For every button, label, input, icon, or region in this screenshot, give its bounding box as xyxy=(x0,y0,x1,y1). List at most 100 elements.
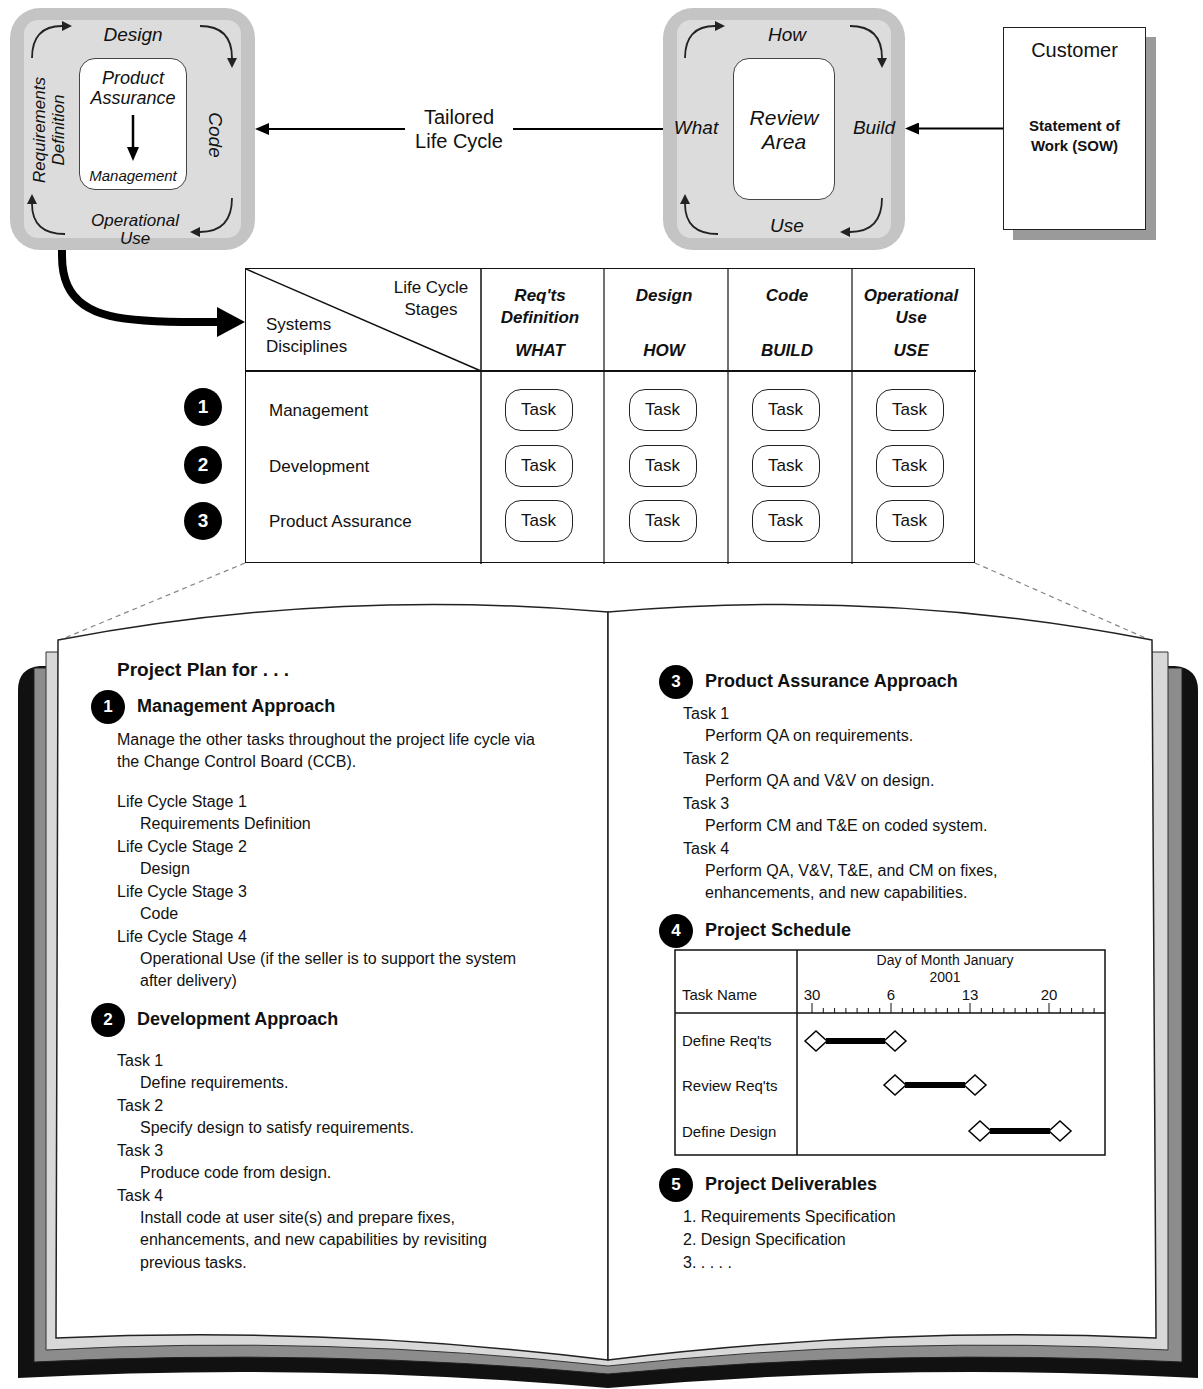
core-label: Product Assurance xyxy=(83,69,183,109)
flow-arrow-thick xyxy=(62,250,217,322)
pill-text: Task xyxy=(768,399,803,419)
axis-number: 30 xyxy=(804,986,821,1004)
pill-text: Task xyxy=(521,455,556,475)
item-head: Task 2 xyxy=(117,1095,163,1117)
callout-number: 1Management Approach xyxy=(91,690,125,724)
core-box: Product AssuranceManagement xyxy=(79,58,187,190)
item-head: Life Cycle Stage 1 xyxy=(117,791,247,813)
grid-line xyxy=(480,269,482,564)
cycle-arrow xyxy=(200,26,232,58)
gantt-row: Review Req'ts xyxy=(682,1076,777,1096)
item-head: Life Cycle Stage 3 xyxy=(117,881,247,903)
body-text: Define requirements. xyxy=(140,1072,289,1094)
gantt-divider xyxy=(796,950,798,1155)
item-head: Task 3 xyxy=(683,793,729,815)
callout-number: 5Project Deliverables xyxy=(659,1168,693,1202)
callout-number: 2 xyxy=(198,454,209,477)
pill-box: Task xyxy=(505,445,573,487)
doc-owner: Customer xyxy=(1031,38,1118,62)
body-text: Perform QA, V&V, T&E, and CM on fixes, e… xyxy=(705,860,1085,905)
column-head: Design xyxy=(636,286,693,306)
column-head: HOW xyxy=(643,341,685,361)
pill-text: Task xyxy=(645,510,680,530)
cycle-arrow xyxy=(32,26,62,58)
body-text: Manage the other tasks throughout the pr… xyxy=(117,729,547,774)
pill-box: Task xyxy=(505,389,573,431)
pill-text: Task xyxy=(521,399,556,419)
cycle-band xyxy=(24,20,241,238)
callout-number: 1 xyxy=(198,396,209,419)
grid-line xyxy=(727,269,728,564)
axis-number: 20 xyxy=(1041,986,1058,1004)
callout-number: 1 xyxy=(184,388,222,426)
pill-box: Task xyxy=(505,500,573,542)
pill-text: Task xyxy=(768,510,803,530)
body-text: Design xyxy=(140,858,190,880)
pill-text: Task xyxy=(645,399,680,419)
gantt-axis xyxy=(675,1012,1105,1014)
pill-box: Task xyxy=(876,500,944,542)
cycle-arrow xyxy=(850,198,882,232)
stage-label: Code xyxy=(204,112,227,157)
row-head: Product Assurance xyxy=(269,512,412,532)
gantt-bar xyxy=(905,1082,965,1088)
stage-label: Design xyxy=(103,24,162,47)
stage-label: Use xyxy=(770,215,804,238)
body-text: Code xyxy=(140,903,178,925)
callout-number: 4Project Schedule xyxy=(659,914,693,948)
callout-number: 2 xyxy=(103,1010,112,1030)
body-text: Perform QA and V&V on design. xyxy=(705,770,934,792)
plan-title: Project Plan for . . . xyxy=(117,657,289,683)
callout-number: 3 xyxy=(671,672,680,692)
pill-box: Task xyxy=(876,389,944,431)
callout-number: 1 xyxy=(103,697,112,717)
body-text: Operational Use (if the seller is to sup… xyxy=(140,948,540,993)
body-text: Perform QA on requirements. xyxy=(705,725,913,747)
section-heading: Management Approach xyxy=(137,696,335,718)
cycle-arrow xyxy=(685,26,715,58)
stage-label: What xyxy=(674,117,718,140)
gantt-row: Define Design xyxy=(682,1122,776,1142)
milestone-diamond xyxy=(964,1075,986,1095)
item-head: Task 4 xyxy=(117,1185,163,1207)
pill-box: Task xyxy=(629,445,697,487)
body-text: Produce code from design. xyxy=(140,1162,331,1184)
cycle-arrow xyxy=(685,204,718,234)
gantt-bar xyxy=(990,1128,1050,1134)
pill-text: Task xyxy=(521,510,556,530)
item-head: Life Cycle Stage 2 xyxy=(117,836,247,858)
pill-box: Task xyxy=(752,445,820,487)
item-head: Life Cycle Stage 4 xyxy=(117,926,247,948)
gantt-head: Day of Month January 2001 xyxy=(875,952,1015,986)
section-heading: Project Deliverables xyxy=(705,1174,877,1196)
list-item: 1. Requirements Specification xyxy=(683,1206,896,1228)
loop-panel: DesignCodeOperational UseRequirements De… xyxy=(10,8,255,250)
flow-arrow xyxy=(919,128,1003,130)
stage-label: How xyxy=(768,24,806,47)
pill-box: Task xyxy=(629,389,697,431)
pill-text: Task xyxy=(768,455,803,475)
callout-number: 2 xyxy=(184,446,222,484)
milestone-diamond xyxy=(1049,1121,1071,1141)
book-page xyxy=(608,604,1156,1360)
grid-line xyxy=(246,370,976,372)
callout-number: 3 xyxy=(198,510,209,533)
body-text: Install code at user site(s) and prepare… xyxy=(140,1207,550,1274)
section-heading: Development Approach xyxy=(137,1009,338,1031)
gantt-chart xyxy=(675,950,1105,1155)
pill-box: Task xyxy=(876,445,944,487)
core-label: Management xyxy=(89,167,177,185)
milestone-diamond xyxy=(884,1031,906,1051)
callout-number: 3Product Assurance Approach xyxy=(659,665,693,699)
list-item: 2. Design Specification xyxy=(683,1229,846,1251)
item-head: Task 1 xyxy=(117,1050,163,1072)
book xyxy=(18,604,1198,1388)
item-head: Task 2 xyxy=(683,748,729,770)
cycle-arrow xyxy=(200,198,232,232)
header-cell: Life Cycle Stages xyxy=(376,277,486,321)
item-head: Task 4 xyxy=(683,838,729,860)
milestone-diamond xyxy=(884,1075,906,1095)
gantt-head: Task Name xyxy=(682,985,757,1005)
body-text: Requirements Definition xyxy=(140,813,311,835)
